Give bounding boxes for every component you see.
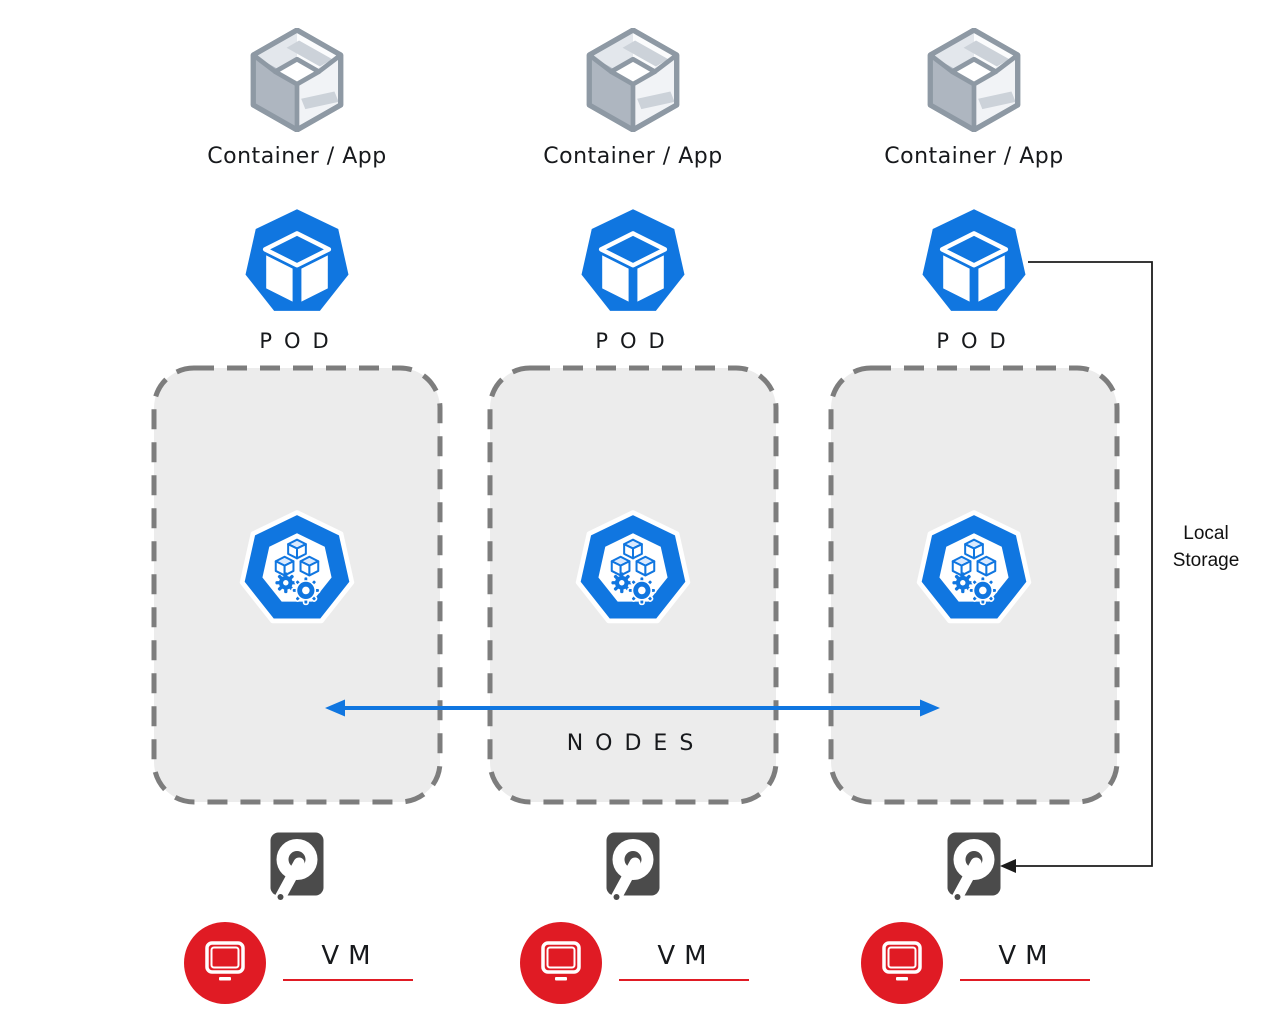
hard-disk-icon <box>268 830 326 910</box>
container-cube-icon <box>241 28 353 132</box>
hard-disk-icon <box>604 830 662 910</box>
pod-icon <box>919 207 1029 317</box>
local-storage-label: Local Storage <box>1172 523 1240 571</box>
pod-label: POD <box>595 329 677 353</box>
node-box <box>828 365 1120 805</box>
vm-monitor-icon <box>519 921 603 1005</box>
pod-icon <box>242 207 352 317</box>
vm-monitor-icon <box>183 921 267 1005</box>
vm-group: VM <box>519 921 751 1007</box>
column-3: Container / App POD VM <box>828 0 1120 1035</box>
kubernetes-node-icon <box>574 509 692 627</box>
nodes-label: NODES <box>566 731 706 756</box>
kubernetes-node-icon <box>238 509 356 627</box>
hard-disk-icon <box>945 830 1003 910</box>
vm-monitor-icon <box>860 921 944 1005</box>
node-box <box>487 365 779 805</box>
vm-group: VM <box>183 921 415 1007</box>
column-2: Container / App POD VM <box>487 0 779 1035</box>
container-app-label: Container / App <box>884 144 1064 169</box>
vm-label: VM <box>619 941 749 981</box>
node-box <box>151 365 443 805</box>
vm-group: VM <box>860 921 1092 1007</box>
pod-icon <box>578 207 688 317</box>
container-cube-icon <box>918 28 1030 132</box>
vm-label: VM <box>960 941 1090 981</box>
container-app-label: Container / App <box>543 144 723 169</box>
vm-label: VM <box>283 941 413 981</box>
pod-label: POD <box>259 329 341 353</box>
container-app-label: Container / App <box>207 144 387 169</box>
container-cube-icon <box>577 28 689 132</box>
column-1: Container / App POD VM <box>151 0 443 1035</box>
kubernetes-node-icon <box>915 509 1033 627</box>
pod-label: POD <box>936 329 1018 353</box>
